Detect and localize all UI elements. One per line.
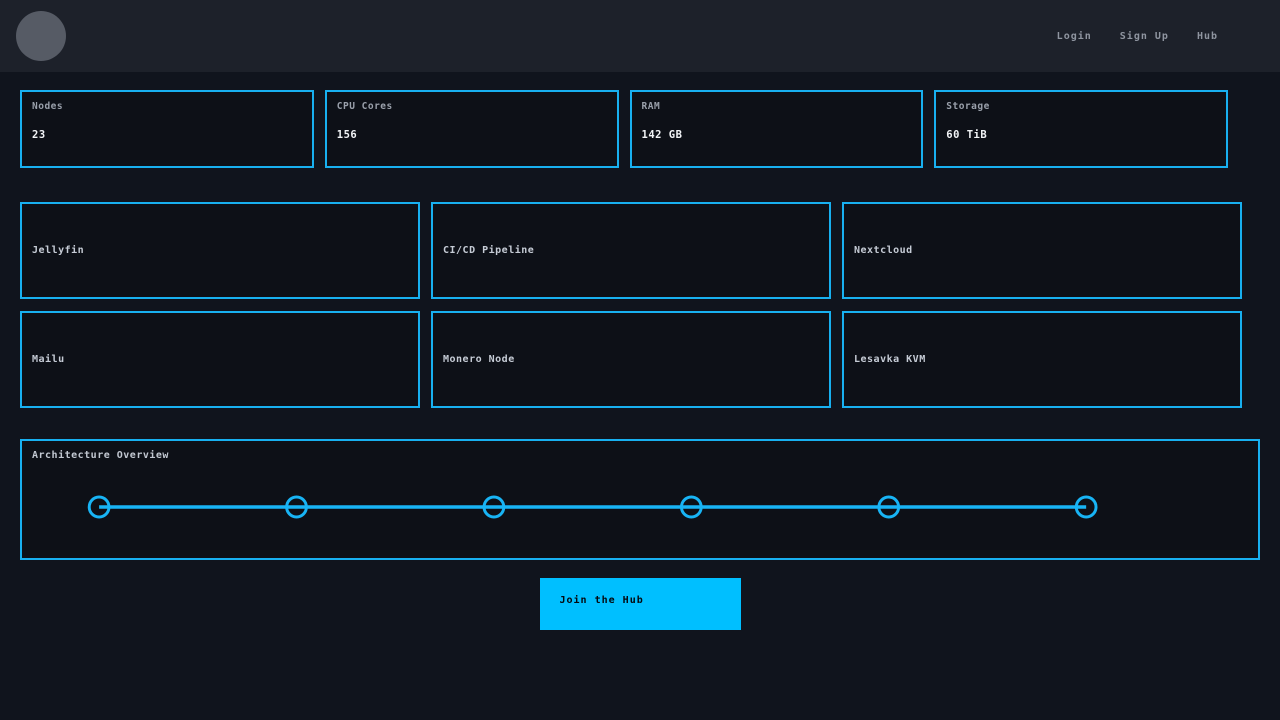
stat-value: 142 GB	[641, 129, 683, 141]
stat-value: 156	[336, 129, 358, 141]
service-card-monero-node[interactable]: Monero Node	[431, 311, 831, 408]
main-content: Nodes 23 CPU Cores 156 RAM 142 GB Storag…	[0, 72, 1280, 630]
stat-label: Nodes	[32, 101, 64, 112]
service-card-jellyfin[interactable]: Jellyfin	[20, 202, 420, 299]
stat-card-storage: Storage 60 TiB	[934, 90, 1228, 168]
service-label: Mailu	[32, 354, 65, 365]
stat-card-ram: RAM 142 GB	[629, 90, 924, 168]
navbar: Login Sign Up Hub	[0, 0, 1280, 72]
service-card-lesavka-kvm[interactable]: Lesavka KVM	[842, 311, 1242, 408]
service-card-nextcloud[interactable]: Nextcloud	[842, 202, 1242, 299]
join-hub-button[interactable]: Join the Hub	[539, 578, 741, 630]
services-grid: Jellyfin CI/CD Pipeline Nextcloud Mailu …	[20, 202, 1242, 408]
service-card-cicd-pipeline[interactable]: CI/CD Pipeline	[431, 202, 831, 299]
nav-links: Login Sign Up Hub	[1057, 31, 1218, 42]
service-label: Jellyfin	[32, 245, 85, 256]
nav-link-signup[interactable]: Sign Up	[1119, 30, 1169, 42]
stat-card-cpu-cores: CPU Cores 156	[324, 90, 619, 168]
architecture-overview-panel: Architecture Overview	[20, 439, 1260, 560]
service-card-mailu[interactable]: Mailu	[20, 311, 420, 408]
architecture-node-circle	[87, 495, 111, 519]
architecture-node-circle	[285, 495, 308, 519]
cta-wrap: Join the Hub	[20, 578, 1260, 630]
architecture-node-circle	[482, 495, 506, 519]
nav-link-login[interactable]: Login	[1056, 30, 1092, 42]
service-label: Lesavka KVM	[854, 354, 926, 365]
architecture-node-circle	[1074, 495, 1098, 519]
architecture-node-circle	[877, 495, 901, 519]
stat-label: RAM	[641, 101, 661, 112]
stat-label: Storage	[946, 101, 990, 112]
nav-link-hub[interactable]: Hub	[1196, 30, 1218, 42]
stat-value: 23	[32, 129, 46, 141]
architecture-title: Architecture Overview	[32, 450, 169, 461]
stat-label: CPU Cores	[336, 101, 393, 112]
service-label: Nextcloud	[854, 245, 913, 256]
stat-value: 60 TiB	[946, 129, 988, 141]
stats-row: Nodes 23 CPU Cores 156 RAM 142 GB Storag…	[20, 90, 1228, 168]
service-label: CI/CD Pipeline	[443, 245, 535, 256]
service-label: Monero Node	[443, 354, 515, 365]
avatar[interactable]	[16, 11, 66, 61]
stat-card-nodes: Nodes 23	[20, 90, 314, 168]
architecture-node-diagram	[87, 495, 1098, 519]
architecture-node-circle	[679, 495, 703, 519]
